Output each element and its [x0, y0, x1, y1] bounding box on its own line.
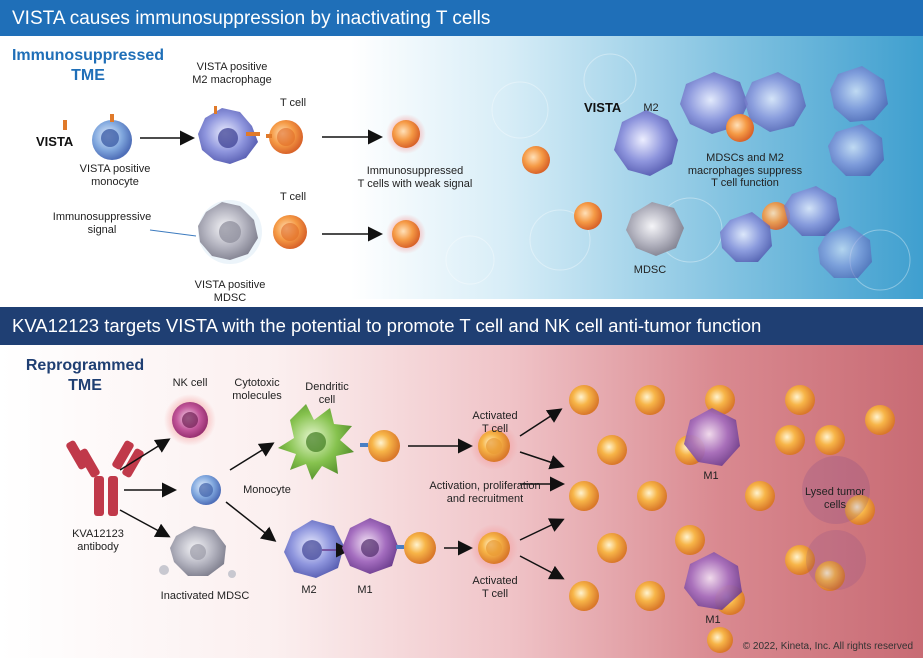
dendritic-cell-label: Dendritic cell — [305, 381, 349, 406]
reprogrammed-tme-label: Reprogrammed TME — [25, 357, 145, 394]
t-cell-2-label: T cell — [279, 191, 307, 203]
inactivated-mdsc-icon — [159, 526, 236, 578]
m2-bottom-icon — [284, 520, 344, 578]
activated-t-cell-2-label: Activated T cell — [472, 575, 518, 600]
vista-label: VISTA — [36, 134, 74, 149]
m2-bottom-label: M2 — [301, 584, 317, 596]
m1-bottom-label: M1 — [357, 584, 373, 596]
nk-cell-label: NK cell — [172, 377, 208, 389]
immunosuppressed-tme-label: Immunosuppressed TME — [11, 47, 165, 84]
inactivated-mdsc-label: Inactivated MDSC — [160, 590, 250, 602]
immunosuppressive-signal-label: Immunosuppressive signal — [52, 211, 152, 236]
m1-right-2-label: M1 — [705, 614, 721, 626]
monocyte-label: Monocyte — [243, 484, 291, 496]
weak-signal-label: Immunosuppressed T cells with weak signa… — [357, 165, 473, 190]
m2-macrophage-label: VISTA positive M2 macrophage — [192, 61, 272, 86]
activation-note-label: Activation, proliferation and recruitmen… — [429, 480, 541, 505]
activated-t-cell-field — [569, 385, 895, 653]
copyright-notice: © 2022, Kineta, Inc. All rights reserved — [742, 641, 913, 652]
activated-t-cell-1-label: Activated T cell — [472, 410, 518, 435]
vista-right-label: VISTA — [584, 100, 622, 115]
m2-right-label: M2 — [643, 102, 659, 114]
top-banner-title: VISTA causes immunosuppression by inacti… — [0, 0, 923, 36]
monocyte-icon — [191, 475, 221, 505]
m1-right-1-label: M1 — [703, 470, 719, 482]
kva12123-antibody-icon — [66, 440, 144, 516]
nk-cell-icon — [164, 394, 216, 446]
m1-bottom-icon — [342, 518, 398, 574]
mdsc-icon — [198, 200, 262, 264]
t-cell-icon — [266, 120, 303, 154]
panel-separator — [0, 299, 923, 307]
dendritic-cell-icon — [278, 404, 354, 480]
activated-t-cell-2-icon — [470, 524, 518, 572]
kva12123-antibody-label: KVA12123 antibody — [72, 528, 124, 553]
bottom-banner-title: KVA12123 targets VISTA with the potentia… — [0, 307, 923, 345]
vista-monocyte-label: VISTA positive monocyte — [79, 163, 151, 188]
vista-receptor-icon — [63, 120, 67, 130]
dc-t-cell-icon — [360, 430, 400, 462]
weak-t-cell-icon — [386, 114, 426, 154]
t-cell-label: T cell — [279, 97, 307, 109]
mdsc-right-label: MDSC — [633, 264, 667, 276]
cytotoxic-label: Cytotoxic molecules — [232, 377, 282, 402]
weak-t-cell-2-icon — [386, 214, 426, 254]
m1-t-cell-icon — [396, 532, 436, 564]
suppress-note-label: MDSCs and M2 macrophages suppress T cell… — [687, 152, 803, 190]
t-cell-2-icon — [273, 215, 307, 249]
activated-t-cell-1-icon — [470, 422, 518, 470]
lysed-tumor-cells-label: Lysed tumor cells — [804, 486, 866, 511]
vista-monocyte-icon — [92, 114, 132, 160]
m2-macrophage-icon — [198, 106, 260, 164]
vista-mdsc-label: VISTA positive MDSC — [194, 279, 266, 304]
tme-cluster-top — [522, 66, 888, 278]
